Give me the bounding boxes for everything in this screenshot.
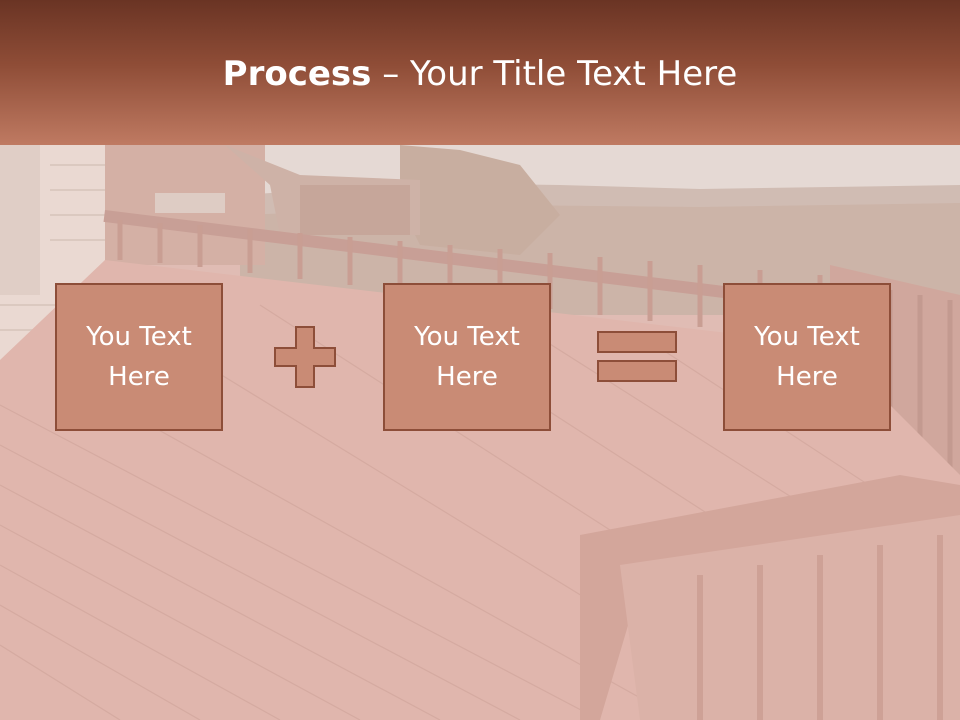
title-bold: Process xyxy=(222,54,372,94)
process-box-3-text: You Text Here xyxy=(754,322,860,392)
process-box-2[interactable]: You Text Here xyxy=(383,283,551,431)
process-box-1[interactable]: You Text Here xyxy=(55,283,223,431)
equals-icon xyxy=(597,331,677,382)
title-bar: Process – Your Title Text Here xyxy=(0,0,960,145)
deck-photo-illustration xyxy=(0,145,960,720)
process-box-2-text: You Text Here xyxy=(414,322,520,392)
background-deck-photo xyxy=(0,145,960,720)
process-box-1-text: You Text Here xyxy=(86,322,192,392)
slide-title[interactable]: Process – Your Title Text Here xyxy=(0,54,960,94)
plus-icon xyxy=(274,326,336,388)
title-dash: – xyxy=(371,54,411,94)
title-text: Your Title Text Here xyxy=(410,54,738,94)
process-box-3[interactable]: You Text Here xyxy=(723,283,891,431)
